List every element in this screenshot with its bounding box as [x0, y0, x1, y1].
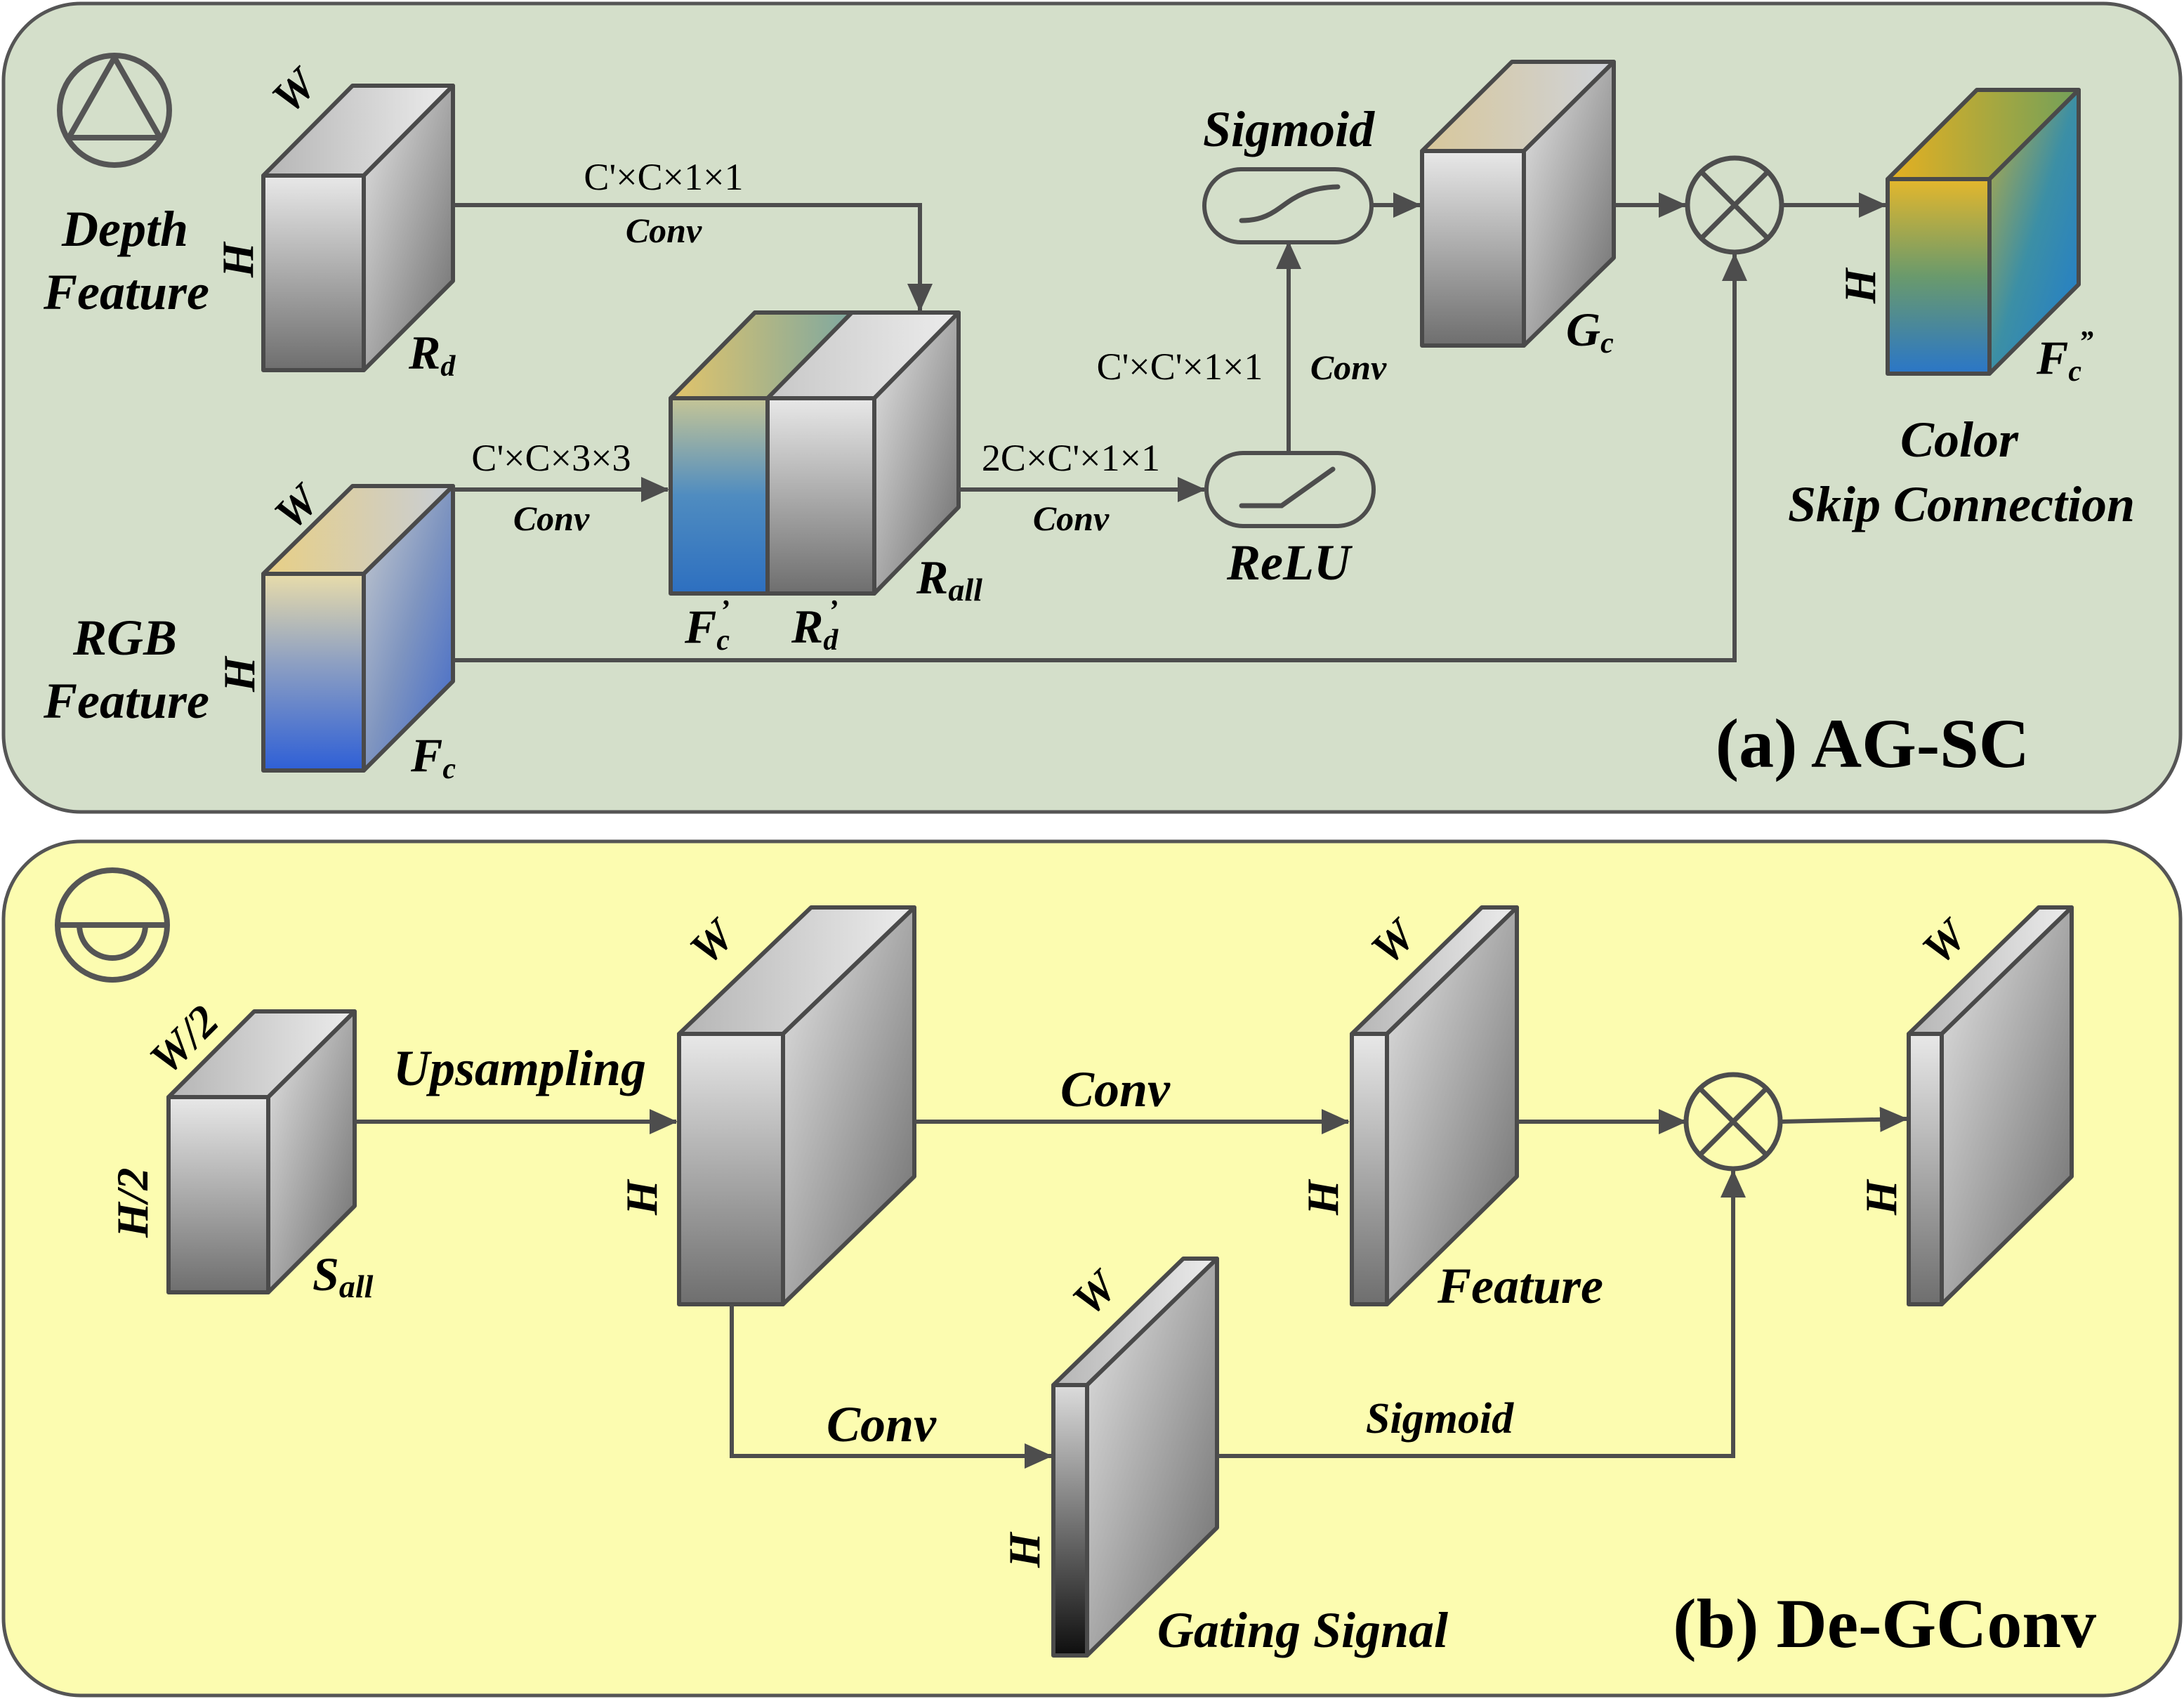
output-slab-b — [1907, 905, 2074, 1306]
gc-label: Gc — [1566, 303, 1614, 360]
output-color-cube — [1886, 88, 2081, 376]
rall-label: Rall — [916, 551, 982, 608]
output-b-dim-h: H — [1856, 1179, 1906, 1216]
depth-dim-h: H — [213, 241, 263, 278]
conv-depth-op: Conv — [626, 211, 702, 250]
output-fc-label: Fc” — [2036, 326, 2093, 388]
conv-top-label: Conv — [1060, 1061, 1171, 1117]
fc-prime-slab — [669, 396, 770, 596]
upsampled-block — [677, 905, 916, 1306]
output-label-2: Skip Connection — [1788, 476, 2135, 532]
arrow-fc-skip-to-multiply — [453, 253, 1747, 662]
upsampled-dim-h: H — [617, 1179, 666, 1216]
arrow-conv-bottom — [730, 1304, 1053, 1469]
depth-feature-label-1: Depth — [61, 201, 188, 257]
panel-a-title: (a) AG-SC — [1716, 704, 2030, 782]
rgb-feature-cube — [261, 484, 455, 773]
arrow-multiply-to-output-b — [1780, 1106, 1908, 1132]
gc-cube — [1420, 60, 1616, 348]
sigmoid-label-a: Sigmoid — [1203, 101, 1375, 157]
rd-prime-slab — [765, 396, 876, 596]
conv-sigmoid-kernel: C'×C'×1×1 — [1097, 346, 1263, 388]
concat-feature-block — [669, 310, 961, 596]
input-sall-cube — [166, 1009, 357, 1294]
conv-rgb-op: Conv — [513, 499, 590, 538]
feature-slab — [1350, 905, 1519, 1306]
conv-relu-op: Conv — [1033, 499, 1110, 538]
upsampling-label: Upsampling — [393, 1040, 646, 1096]
rd-label: Rd — [408, 326, 456, 383]
fc-prime-label: Fc’ — [684, 595, 730, 657]
gating-signal-slab — [1051, 1257, 1219, 1658]
relu-curve-icon — [1239, 466, 1336, 509]
panel-b-background — [1, 839, 2183, 1698]
conv-relu-kernel: 2C×C'×1×1 — [982, 437, 1160, 479]
rgb-feature-label-1: RGB — [72, 610, 177, 666]
gating-label: Gating Signal — [1157, 1602, 1448, 1658]
conv-rgb-kernel: C'×C×3×3 — [471, 437, 631, 479]
conv-depth-kernel: C'×C×1×1 — [584, 156, 743, 198]
rd-prime-label: Rd’ — [791, 595, 838, 657]
triangle-in-circle-icon — [57, 53, 172, 168]
sall-label: Sall — [313, 1247, 374, 1304]
rgb-feature-label-2: Feature — [43, 673, 209, 729]
conv-sigmoid-op: Conv — [1310, 348, 1387, 387]
feature-dim-h: H — [1298, 1179, 1348, 1216]
half-circle-icon — [55, 867, 170, 983]
rgb-dim-h: H — [214, 655, 264, 693]
relu-label: ReLU — [1226, 534, 1353, 591]
panel-b-title: (b) De-GConv — [1673, 1585, 2096, 1662]
sigmoid-label-b: Sigmoid — [1366, 1395, 1514, 1443]
arrow-rd-to-concat — [453, 203, 933, 312]
depth-feature-label-2: Feature — [43, 264, 209, 320]
fc-label: Fc — [410, 728, 456, 785]
sigmoid-curve-icon — [1239, 184, 1341, 223]
conv-bottom-label: Conv — [827, 1396, 937, 1452]
depth-feature-cube — [261, 84, 455, 372]
arrow-gating-to-multiply — [1217, 1169, 1746, 1458]
feature-label: Feature — [1437, 1258, 1603, 1314]
gating-dim-h: H — [999, 1531, 1049, 1568]
input-dim-h: H/2 — [107, 1167, 157, 1238]
output-label-1: Color — [1900, 412, 2019, 468]
output-dim-h: H — [1835, 267, 1885, 304]
